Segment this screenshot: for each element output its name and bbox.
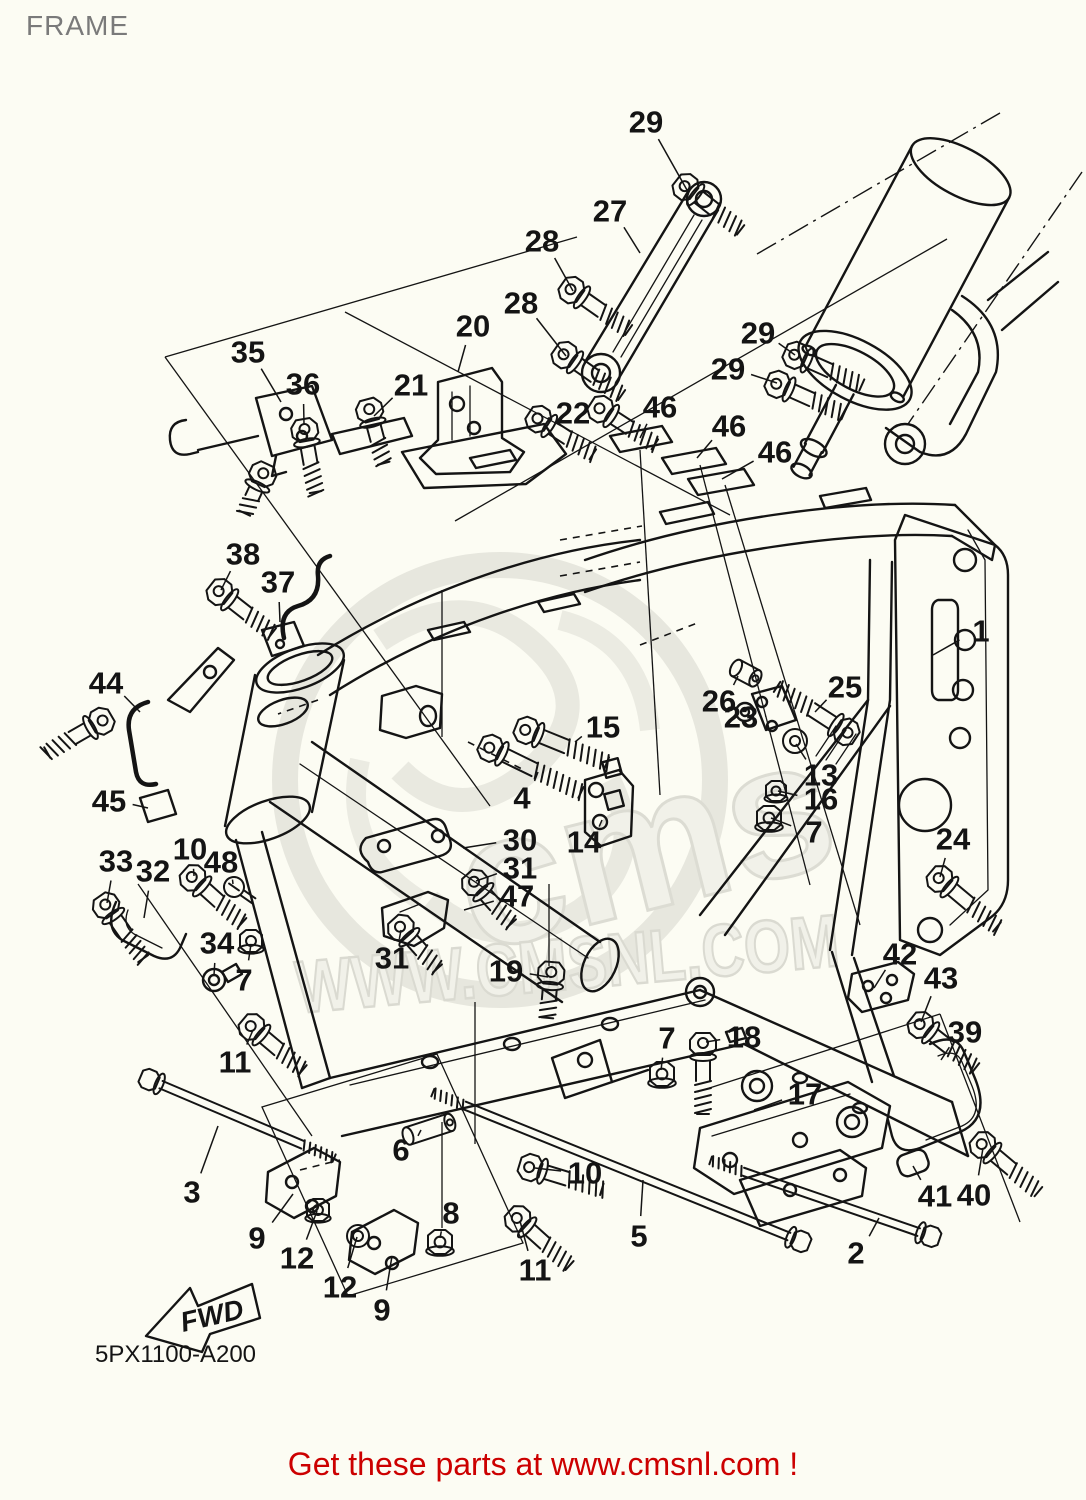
part-label-41[interactable]: 41 bbox=[918, 1179, 952, 1214]
part-label-12[interactable]: 12 bbox=[280, 1241, 314, 1276]
part-label-36[interactable]: 36 bbox=[286, 367, 320, 402]
part-label-35[interactable]: 35 bbox=[231, 335, 265, 370]
bracket-20-art bbox=[330, 366, 568, 490]
part-label-13[interactable]: 13 bbox=[804, 758, 838, 793]
linkage-arm-art bbox=[580, 180, 723, 394]
part-label-29[interactable]: 29 bbox=[629, 105, 663, 140]
part-label-25[interactable]: 25 bbox=[828, 670, 862, 705]
part-label-28[interactable]: 28 bbox=[504, 286, 538, 321]
part-label-9[interactable]: 9 bbox=[373, 1293, 390, 1328]
part-label-3[interactable]: 3 bbox=[183, 1175, 200, 1210]
part-label-5[interactable]: 5 bbox=[630, 1219, 647, 1254]
part-label-4[interactable]: 4 bbox=[513, 781, 531, 816]
part-label-23[interactable]: 23 bbox=[724, 700, 758, 735]
fwd-arrow-label: FWD bbox=[177, 1293, 246, 1338]
part-label-43[interactable]: 43 bbox=[924, 961, 958, 996]
part-label-2[interactable]: 2 bbox=[847, 1236, 864, 1271]
part-label-19[interactable]: 19 bbox=[489, 954, 523, 989]
part-label-10[interactable]: 10 bbox=[568, 1156, 602, 1191]
main-frame-art bbox=[223, 486, 1010, 1158]
part-label-45[interactable]: 45 bbox=[92, 784, 126, 819]
part-label-21[interactable]: 21 bbox=[394, 368, 428, 403]
part-label-46[interactable]: 46 bbox=[643, 390, 677, 425]
part-label-10[interactable]: 10 bbox=[173, 832, 207, 867]
bracket-35-art bbox=[168, 384, 334, 478]
part-label-34[interactable]: 34 bbox=[200, 926, 235, 961]
part-label-20[interactable]: 20 bbox=[456, 309, 490, 344]
part-label-22[interactable]: 22 bbox=[556, 396, 590, 431]
part-label-31[interactable]: 31 bbox=[375, 941, 409, 976]
part-label-29[interactable]: 29 bbox=[711, 352, 745, 387]
part-label-32[interactable]: 32 bbox=[136, 854, 170, 889]
part-label-42[interactable]: 42 bbox=[883, 937, 917, 972]
page-title: FRAME bbox=[26, 10, 129, 41]
part-label-17[interactable]: 17 bbox=[788, 1077, 822, 1112]
part-label-7[interactable]: 7 bbox=[805, 815, 822, 850]
frame-line-art bbox=[39, 137, 1060, 1276]
part-label-47[interactable]: 47 bbox=[500, 879, 534, 914]
footer-cta-link[interactable]: Get these parts at www.cmsnl.com ! bbox=[287, 1446, 799, 1482]
part-label-33[interactable]: 33 bbox=[99, 844, 133, 879]
diagram-code: 5PX1100-A200 bbox=[95, 1341, 256, 1368]
part-label-24[interactable]: 24 bbox=[936, 822, 971, 857]
part-label-31[interactable]: 31 bbox=[503, 851, 537, 886]
part-label-1[interactable]: 1 bbox=[972, 614, 989, 649]
cmsnl-watermark: cms WWW.CMSNL.COM bbox=[272, 552, 855, 1030]
part-label-40[interactable]: 40 bbox=[957, 1178, 991, 1213]
part-label-8[interactable]: 8 bbox=[442, 1196, 459, 1231]
part-label-18[interactable]: 18 bbox=[727, 1020, 761, 1055]
part-label-7[interactable]: 7 bbox=[235, 963, 252, 998]
construction-lines bbox=[137, 112, 1083, 1297]
part-label-30[interactable]: 30 bbox=[503, 823, 537, 858]
part-number-labels: 2927282820212235362929464646383714426232… bbox=[89, 105, 991, 1328]
part-label-29[interactable]: 29 bbox=[741, 316, 775, 351]
fastener-glyphs bbox=[39, 173, 1044, 1272]
part-label-38[interactable]: 38 bbox=[226, 537, 260, 572]
part-label-9[interactable]: 9 bbox=[248, 1221, 265, 1256]
part-label-39[interactable]: 39 bbox=[948, 1015, 982, 1050]
part-label-11[interactable]: 11 bbox=[519, 1253, 552, 1288]
part-label-46[interactable]: 46 bbox=[758, 435, 792, 470]
part-label-14[interactable]: 14 bbox=[567, 825, 602, 860]
part-label-28[interactable]: 28 bbox=[525, 224, 559, 259]
part-label-7[interactable]: 7 bbox=[658, 1021, 675, 1056]
part-label-44[interactable]: 44 bbox=[89, 666, 124, 701]
part-label-15[interactable]: 15 bbox=[586, 710, 620, 745]
part-label-11[interactable]: 11 bbox=[219, 1045, 252, 1080]
part-label-37[interactable]: 37 bbox=[261, 565, 295, 600]
part-label-6[interactable]: 6 bbox=[392, 1133, 409, 1168]
part-label-46[interactable]: 46 bbox=[712, 409, 746, 444]
part-label-27[interactable]: 27 bbox=[593, 194, 627, 229]
part-label-48[interactable]: 48 bbox=[204, 845, 238, 880]
part-label-26[interactable]: 26 bbox=[702, 684, 736, 719]
shock-absorber-art bbox=[790, 137, 1060, 480]
part-label-12[interactable]: 12 bbox=[323, 1270, 357, 1305]
part-label-16[interactable]: 16 bbox=[804, 782, 838, 817]
